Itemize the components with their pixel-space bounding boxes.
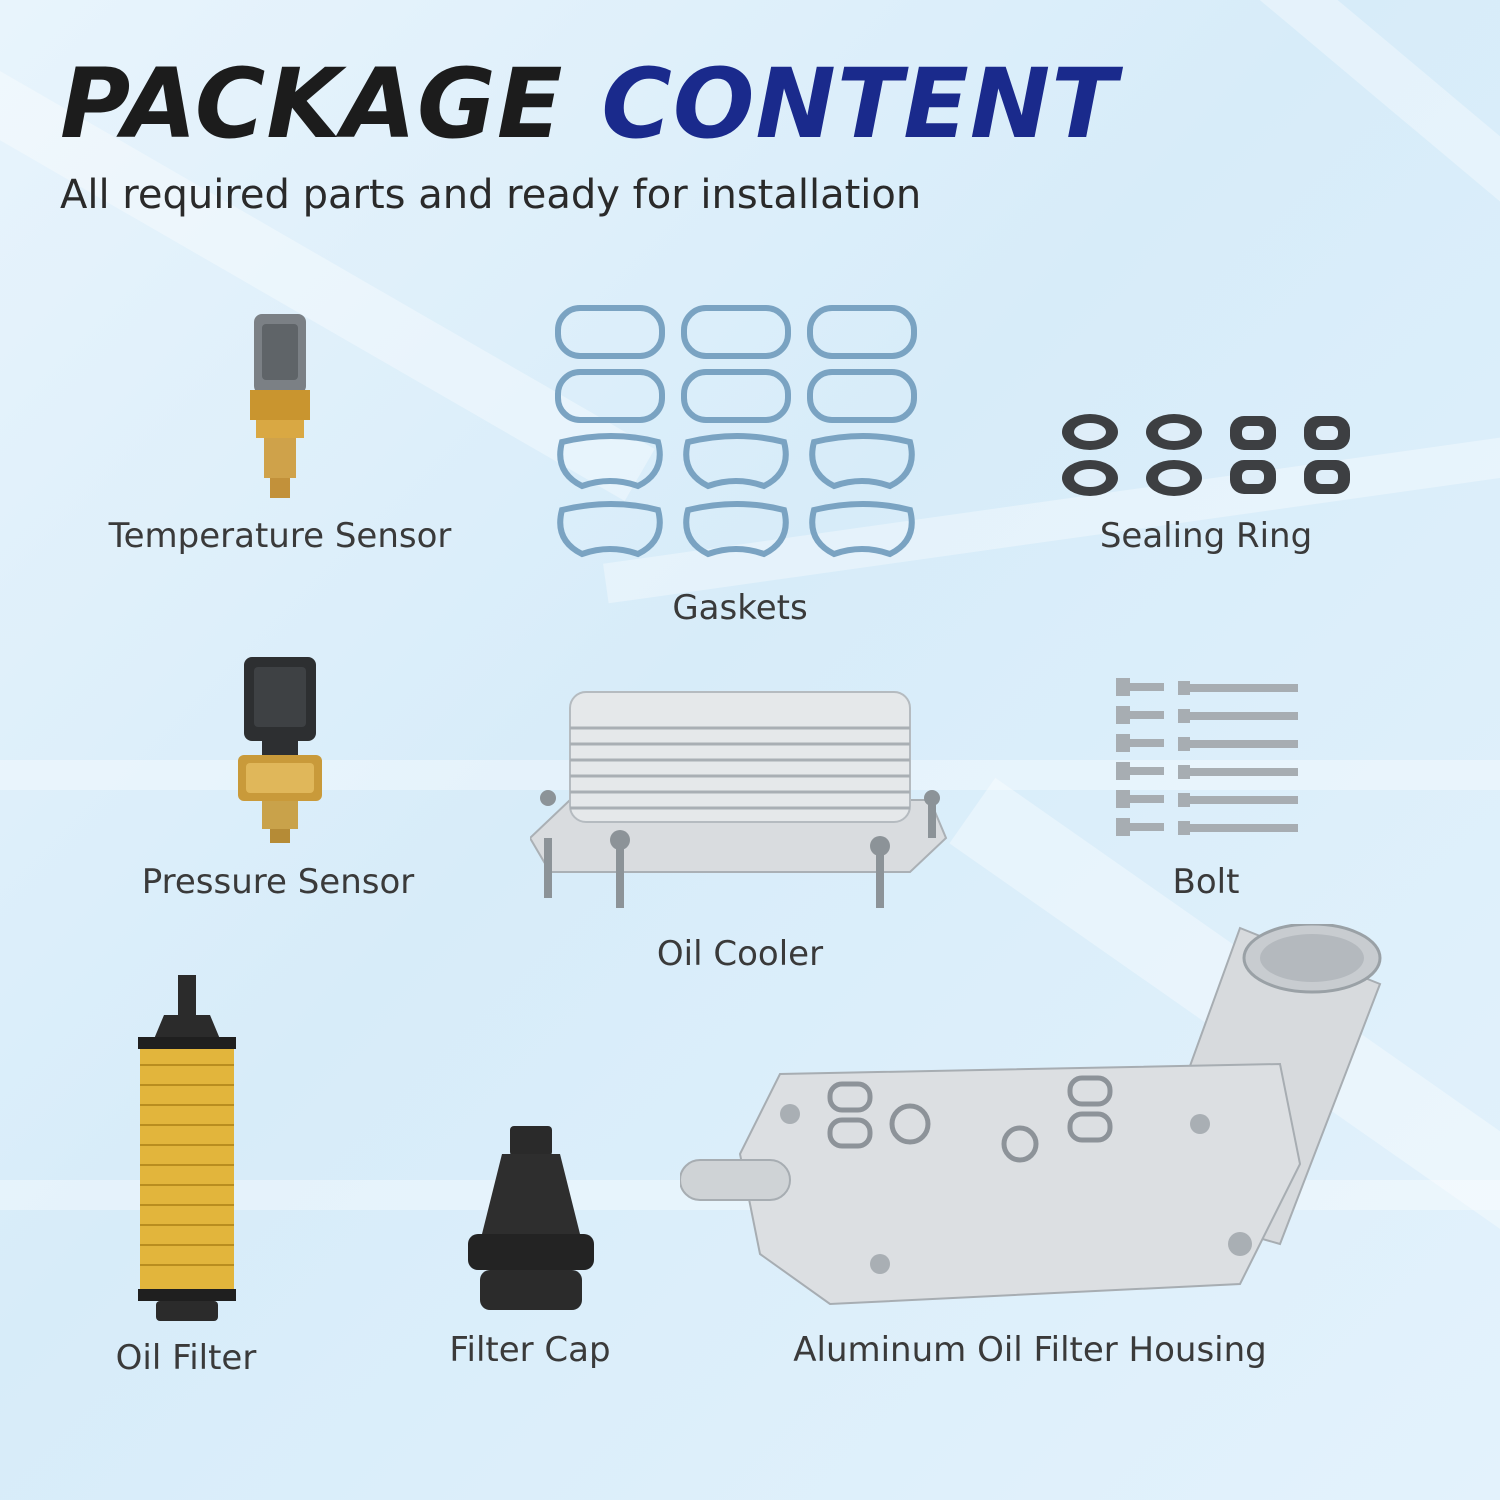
- label-bolt: Bolt: [1172, 862, 1240, 902]
- label-pressure-sensor: Pressure Sensor: [141, 862, 415, 902]
- temperature-sensor-image: [240, 310, 320, 500]
- oil-cooler-image: [530, 688, 950, 912]
- label-filter-cap: Filter Cap: [449, 1330, 611, 1370]
- sealing-ring-image: [1058, 410, 1358, 500]
- label-oil-cooler: Oil Cooler: [656, 934, 824, 974]
- label-temperature-sensor: Temperature Sensor: [108, 516, 452, 556]
- page-subtitle: All required parts and ready for install…: [60, 172, 922, 218]
- title-word-content: CONTENT: [601, 48, 1118, 160]
- filter-cap-image: [462, 1124, 600, 1314]
- label-aluminum-housing: Aluminum Oil Filter Housing: [793, 1330, 1267, 1370]
- title-word-package: PACKAGE: [60, 48, 564, 160]
- bolt-image: [1114, 678, 1300, 848]
- oil-filter-image: [134, 975, 240, 1325]
- gaskets-image: [552, 302, 924, 572]
- label-gaskets: Gaskets: [672, 588, 808, 628]
- pressure-sensor-image: [232, 655, 328, 845]
- aluminum-housing-image: [680, 924, 1390, 1316]
- label-oil-filter: Oil Filter: [115, 1338, 257, 1378]
- page-title: PACKAGE CONTENT: [60, 48, 1118, 160]
- label-sealing-ring: Sealing Ring: [1099, 516, 1313, 556]
